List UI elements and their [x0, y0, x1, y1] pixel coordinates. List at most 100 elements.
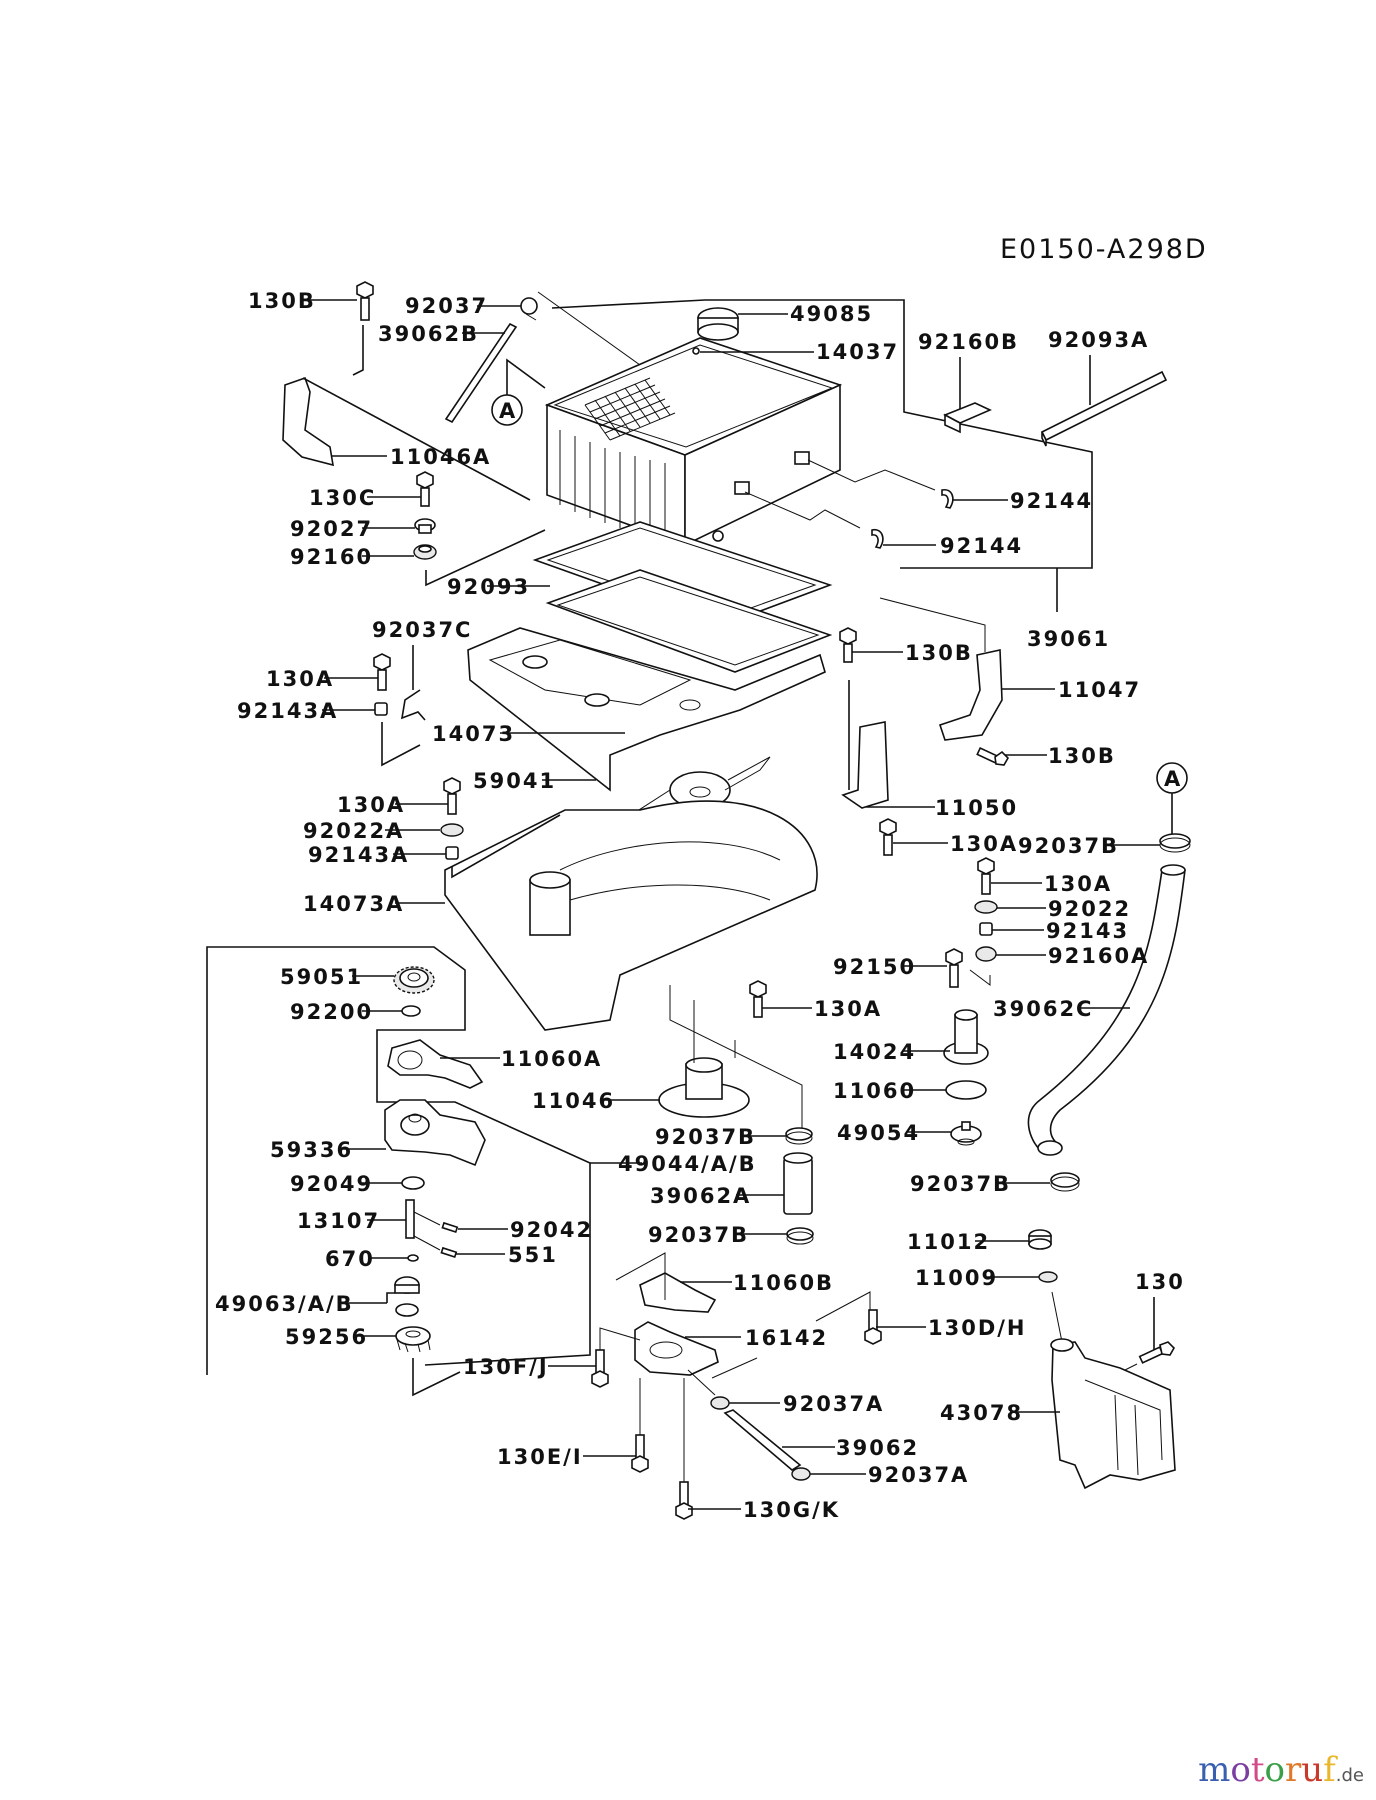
label-14073A: 14073A	[303, 892, 404, 916]
label-92037A-2: 92037A	[868, 1463, 969, 1487]
spring-clip-92037C	[400, 689, 426, 721]
gasket-11060B	[639, 1272, 717, 1313]
label-59256: 59256	[285, 1325, 368, 1349]
washer-92022A	[440, 823, 464, 837]
label-49085: 49085	[790, 302, 873, 326]
label-92143: 92143	[1046, 919, 1129, 943]
label-130GK: 130G/K	[743, 1498, 840, 1522]
cap-11012	[1028, 1229, 1052, 1250]
label-92037C: 92037C	[372, 618, 472, 642]
watermark-logo: motoruf	[1198, 1750, 1336, 1790]
clamp-92037B-1	[1159, 833, 1191, 853]
bolt-130A-1	[373, 653, 391, 691]
bolt-130GK	[675, 1481, 693, 1520]
bolt-130DH	[864, 1309, 882, 1345]
label-49044: 49044/A/B	[618, 1152, 757, 1176]
callout-a-right: A	[1156, 762, 1188, 835]
clamp-92037B-3	[1050, 1172, 1080, 1192]
label-92037B-4: 92037B	[648, 1223, 749, 1247]
motoruf-watermark: motoruf.de	[1198, 1750, 1364, 1790]
bolt-92150	[945, 948, 963, 988]
grommet-92027	[414, 518, 436, 534]
seal-49063	[394, 1276, 420, 1317]
pump-body-59336	[384, 1099, 486, 1167]
clamp-92037B-4	[786, 1227, 814, 1245]
label-92143A-2: 92143A	[308, 843, 409, 867]
gear-59051	[393, 966, 435, 994]
group-outline-water-pump	[206, 946, 591, 1375]
label-39062B: 39062B	[378, 322, 479, 346]
cover-11046	[658, 1057, 750, 1118]
label-92093: 92093	[447, 575, 530, 599]
label-92022: 92022	[1048, 897, 1131, 921]
label-59051: 59051	[280, 965, 363, 989]
watermark-letter: r	[1285, 1750, 1302, 1790]
shaft-13107	[405, 1199, 415, 1239]
washer-92022	[974, 900, 998, 914]
label-92037-top: 92037	[405, 294, 488, 318]
bolt-130FJ	[591, 1349, 609, 1388]
seal-11009	[1038, 1271, 1058, 1283]
guide-11046A	[352, 325, 364, 376]
label-92049: 92049	[290, 1172, 373, 1196]
label-11009: 11009	[915, 1266, 998, 1290]
label-92093A: 92093A	[1048, 328, 1149, 352]
label-130A-3: 130A	[950, 832, 1018, 856]
bolt-130C	[416, 471, 434, 507]
label-92144-a: 92144	[1010, 489, 1093, 513]
rubber-92160B	[943, 402, 992, 434]
label-11047: 11047	[1058, 678, 1141, 702]
label-130DH: 130D/H	[928, 1316, 1027, 1340]
bolt-130A-4	[977, 857, 995, 895]
label-39062: 39062	[836, 1436, 919, 1460]
pin-92042	[441, 1221, 459, 1234]
collar-92143A-2	[445, 846, 459, 860]
bracket-11050	[841, 721, 889, 809]
oring-670	[407, 1254, 419, 1262]
bracket-39061	[551, 299, 1093, 569]
label-92144-b: 92144	[940, 534, 1023, 558]
impeller-59256	[395, 1326, 431, 1353]
hose-39062	[723, 1409, 802, 1471]
hose-39062A	[783, 1157, 813, 1215]
label-16142: 16142	[745, 1326, 828, 1350]
watermark-letter: f	[1323, 1750, 1336, 1790]
label-130FJ: 130F/J	[463, 1355, 549, 1379]
label-130: 130	[1135, 1270, 1185, 1294]
label-14024: 14024	[833, 1040, 916, 1064]
seal-strip-92093A	[1040, 370, 1168, 447]
gasket-11060A	[387, 1039, 484, 1089]
watermark-letter: o	[1230, 1750, 1251, 1790]
screen-tray	[545, 569, 833, 673]
label-49054: 49054	[837, 1121, 920, 1145]
clamp-92037A-1	[710, 1396, 730, 1410]
clamp-92037B-2	[785, 1127, 813, 1145]
label-39062C: 39062C	[993, 997, 1093, 1021]
watermark-suffix: .de	[1335, 1765, 1364, 1786]
thermostat-49054	[950, 1121, 982, 1146]
gasket-11060	[945, 1080, 987, 1100]
bolt-130B-low	[976, 746, 1009, 766]
label-39062A: 39062A	[650, 1184, 751, 1208]
label-14073: 14073	[432, 722, 515, 746]
grommet-92160	[413, 544, 437, 560]
hose-39062B	[444, 322, 518, 424]
label-92037A-1: 92037A	[783, 1392, 884, 1416]
label-130B-top: 130B	[248, 289, 316, 313]
label-11050: 11050	[935, 796, 1018, 820]
label-130C: 130C	[309, 486, 376, 510]
clamp-92037A-2	[791, 1467, 811, 1481]
bolt-130A-5	[749, 980, 767, 1018]
label-130A-1: 130A	[266, 667, 334, 691]
label-670: 670	[325, 1247, 375, 1271]
label-11012: 11012	[907, 1230, 990, 1254]
reservoir-tank-43078	[1050, 1338, 1176, 1490]
label-92160B: 92160B	[918, 330, 1019, 354]
label-92037B-1: 92037B	[1018, 834, 1119, 858]
label-92150: 92150	[833, 955, 916, 979]
diagram-code: E0150-A298D	[1000, 234, 1208, 265]
fan-shroud-14073A	[444, 800, 818, 1031]
callout-a-top: A	[491, 358, 546, 426]
svg-text:A: A	[1164, 767, 1182, 791]
